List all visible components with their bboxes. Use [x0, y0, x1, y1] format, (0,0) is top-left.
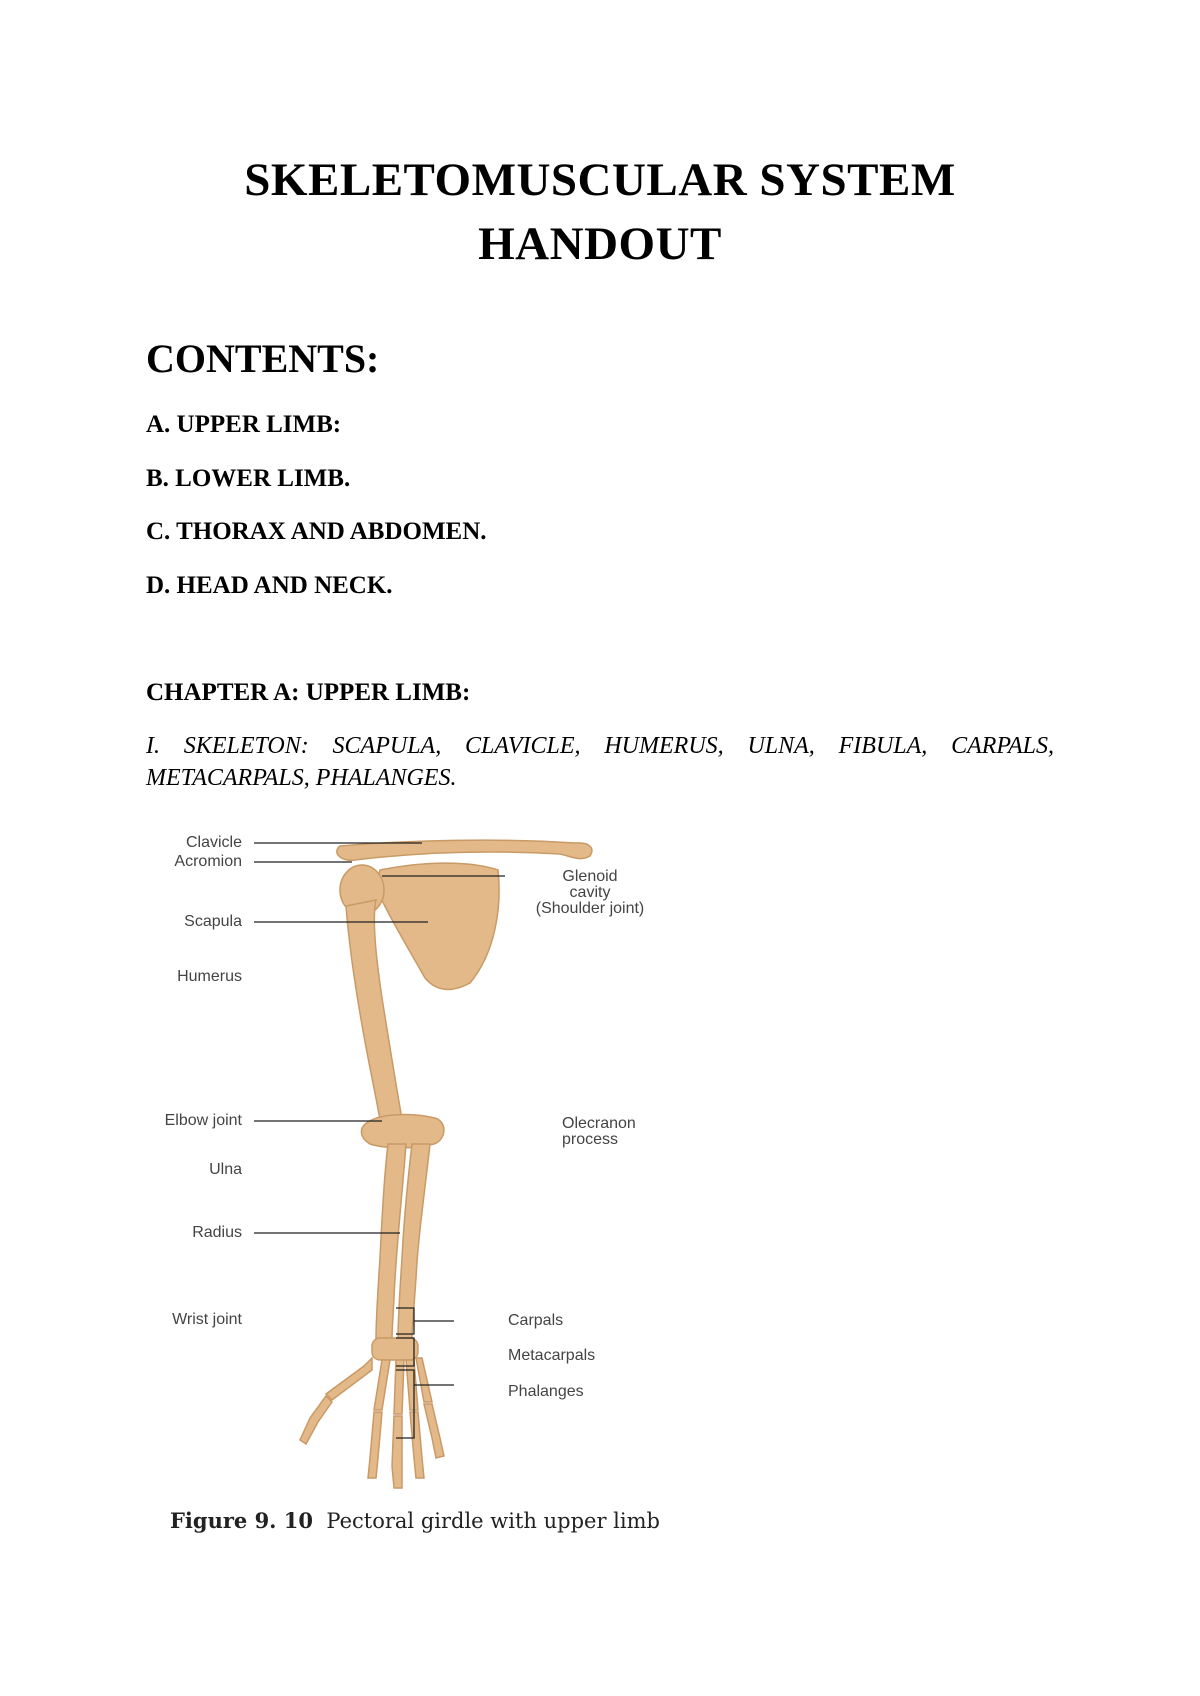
label-wrist: Wrist joint	[172, 1311, 242, 1328]
label-carpals: Carpals	[508, 1312, 564, 1329]
clavicle-bone	[336, 839, 593, 861]
elbow-joint-bone	[360, 1113, 445, 1149]
carpals-bracket	[396, 1307, 454, 1335]
humerus-shaft	[345, 899, 405, 1133]
label-glenoid-line-3: (Shoulder joint)	[535, 900, 645, 917]
caption-number: Figure 9. 10	[170, 1508, 314, 1533]
label-olecranon: Olecranon process	[562, 1116, 636, 1148]
caption-text: Pectoral girdle with upper limb	[326, 1509, 660, 1533]
label-glenoid-line-1: Glenoid	[562, 868, 618, 885]
title-line-2: HANDOUT	[478, 218, 722, 270]
label-ulna: Ulna	[209, 1161, 242, 1178]
carpals-bone	[371, 1337, 419, 1361]
phalanges-middle	[391, 1415, 403, 1489]
phalanges-little	[423, 1403, 445, 1459]
upper-limb-figure: Clavicle Acromion Scapula Humerus Glenoi…	[150, 818, 710, 1548]
phalanges-bracket	[396, 1369, 454, 1439]
label-phalanges: Phalanges	[508, 1383, 584, 1400]
contents-item: D. HEAD AND NECK.	[146, 571, 393, 599]
metacarpal-5	[415, 1357, 433, 1403]
contents-item: B. LOWER LIMB.	[146, 464, 351, 492]
label-glenoid: Glenoid cavity (Shoulder joint)	[510, 869, 670, 917]
label-olecranon-line-2: process	[562, 1131, 619, 1148]
phalanges-index	[367, 1411, 383, 1479]
contents-item: C. THORAX AND ABDOMEN.	[146, 518, 487, 545]
metacarpal-4	[405, 1359, 419, 1411]
label-glenoid-line-2: cavity	[569, 884, 611, 901]
scapula-bone	[375, 862, 500, 991]
contents-item: A. UPPER LIMB:	[146, 411, 342, 438]
metacarpal-1	[324, 1356, 373, 1401]
label-humerus: Humerus	[177, 968, 242, 985]
label-metacarpals: Metacarpals	[508, 1347, 596, 1364]
label-clavicle: Clavicle	[185, 834, 242, 851]
page-title: SKELETOMUSCULAR SYSTEM HANDOUT	[0, 148, 1200, 276]
phalanges-thumb	[299, 1394, 333, 1446]
phalanges-ring	[409, 1411, 425, 1479]
label-olecranon-line-1: Olecranon	[562, 1115, 636, 1132]
metacarpal-3	[393, 1359, 405, 1415]
skeleton-list: I. SKELETON: SCAPULA, CLAVICLE, HUMERUS,…	[146, 733, 1054, 791]
title-line-1: SKELETOMUSCULAR SYSTEM	[244, 154, 956, 206]
label-scapula: Scapula	[184, 913, 242, 930]
metacarpal-2	[373, 1359, 391, 1411]
metacarpals-bracket	[396, 1337, 415, 1367]
upper-limb-illustration	[254, 839, 593, 1489]
chapter-heading: CHAPTER A: UPPER LIMB:	[146, 679, 471, 706]
label-elbow: Elbow joint	[164, 1112, 242, 1129]
figure-caption: Figure 9. 10 Pectoral girdle with upper …	[170, 1508, 660, 1533]
label-radius: Radius	[192, 1224, 242, 1241]
contents-heading: CONTENTS:	[146, 336, 380, 381]
contents-list: A. UPPER LIMB: B. LOWER LIMB. C. THORAX …	[146, 410, 487, 624]
label-acromion: Acromion	[174, 853, 242, 870]
